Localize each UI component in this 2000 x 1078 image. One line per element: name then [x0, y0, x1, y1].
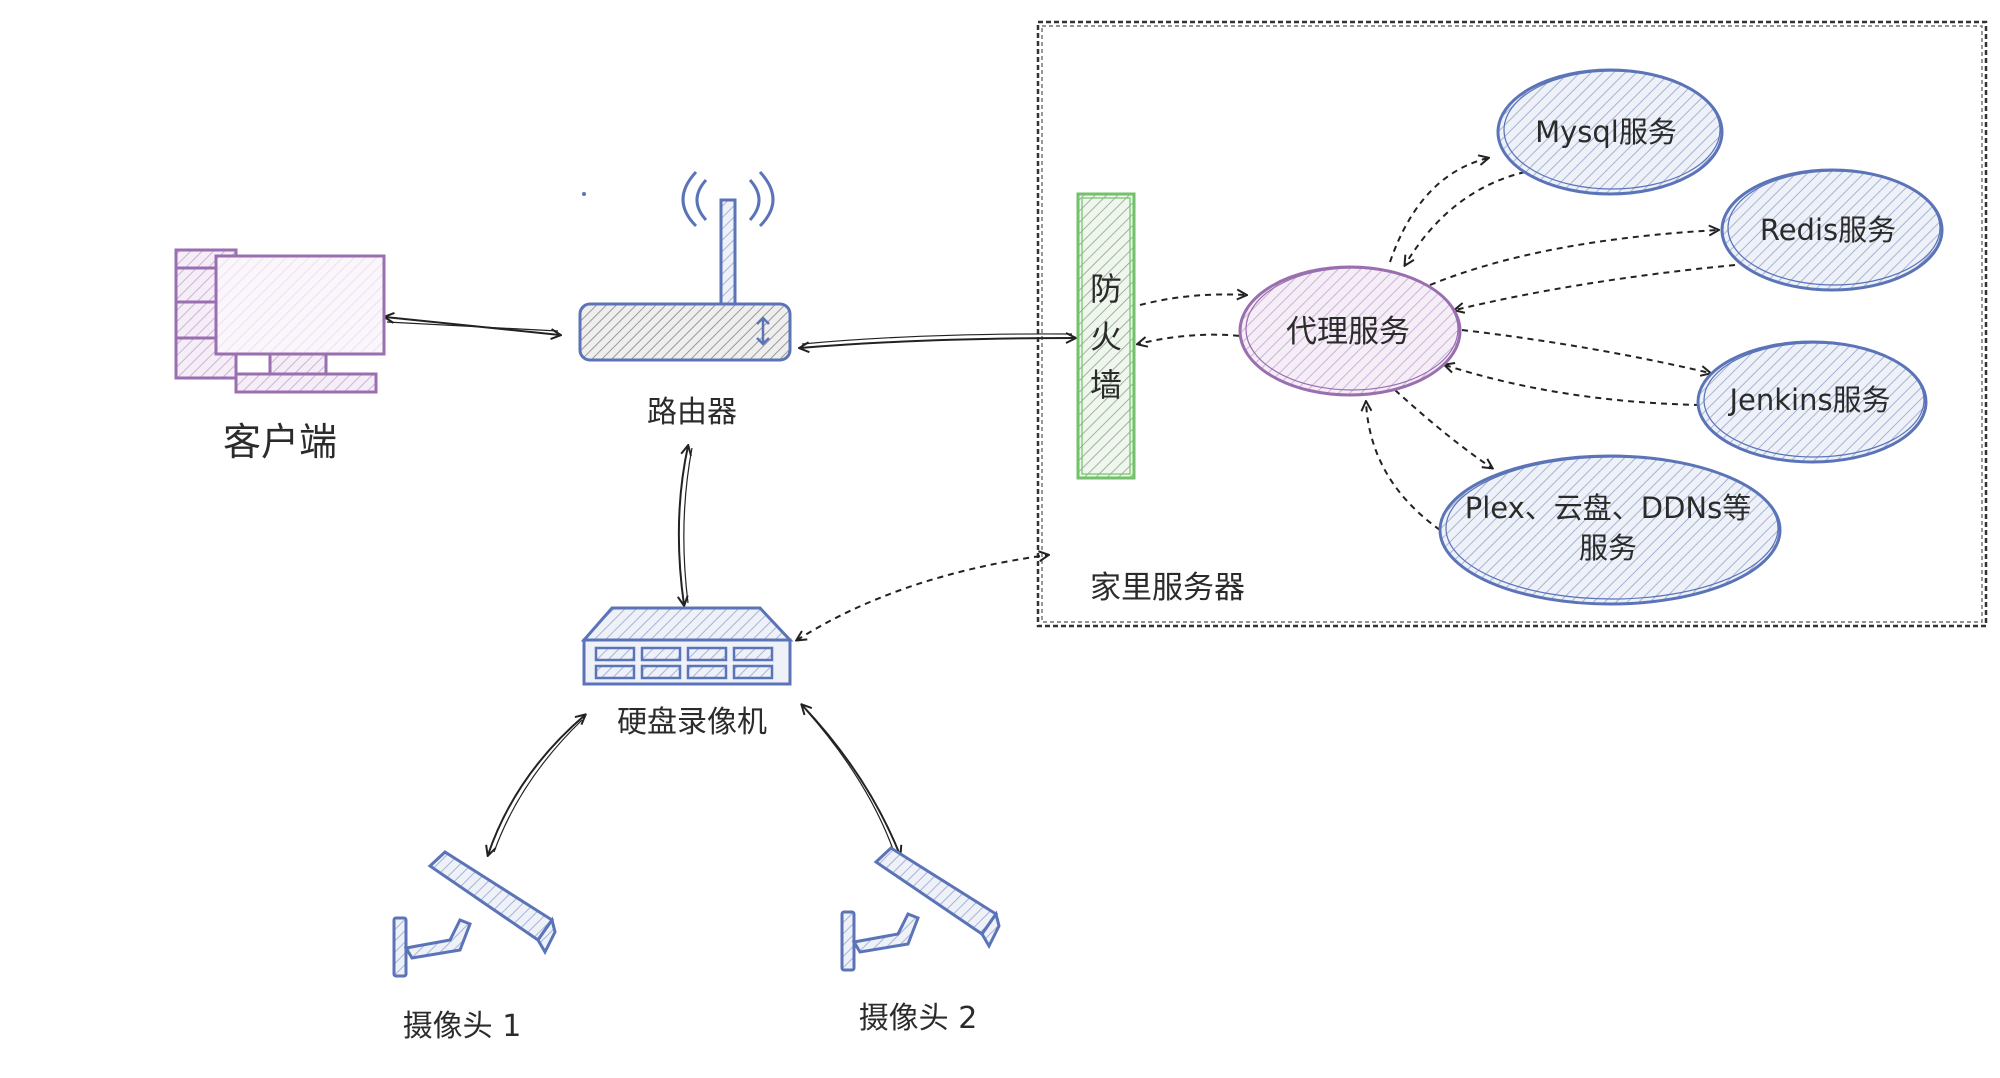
firewall-label-line2: 火 — [1090, 318, 1122, 356]
mysql-service-node[interactable]: Mysql服务 — [1496, 68, 1724, 196]
client-node[interactable]: 客户端 — [174, 248, 386, 464]
camera2-node[interactable]: 摄像头 2 — [840, 846, 1001, 1036]
plex-services-label-line2: 服务 — [1579, 531, 1637, 565]
stray-dot — [582, 192, 586, 196]
redis-service-label: Redis服务 — [1760, 213, 1896, 247]
plex-services-node[interactable]: Plex、云盘、DDNs等 服务 — [1438, 454, 1782, 606]
link-firewall-proxy — [1138, 294, 1251, 344]
link-proxy-plex — [1366, 389, 1492, 531]
nvr-label: 硬盘录像机 — [617, 705, 767, 740]
link-nvr-camera1 — [488, 715, 585, 855]
home-server-group: 家里服务器 — [1036, 20, 1988, 628]
link-proxy-jenkins — [1445, 329, 1710, 406]
jenkins-service-label: Jenkins服务 — [1727, 383, 1890, 417]
link-router-firewall — [800, 338, 1075, 348]
proxy-service-label: 代理服务 — [1286, 314, 1410, 350]
link-nvr-home-server — [797, 555, 1048, 640]
plex-services-label-line1: Plex、云盘、DDNs等 — [1465, 491, 1752, 525]
proxy-service-node[interactable]: 代理服务 — [1238, 265, 1462, 397]
camera1-node[interactable]: 摄像头 1 — [392, 850, 557, 1044]
nvr-node[interactable]: 硬盘录像机 — [580, 606, 794, 740]
router-label: 路由器 — [647, 395, 737, 430]
connections — [385, 158, 1736, 855]
camera1-label: 摄像头 1 — [403, 1009, 522, 1044]
firewall-node[interactable]: 防 火 墙 — [1076, 192, 1136, 480]
security-camera-icon — [392, 850, 557, 978]
camera2-label: 摄像头 2 — [859, 1001, 978, 1036]
client-label: 客户端 — [223, 420, 337, 464]
link-proxy-redis — [1429, 230, 1736, 310]
link-nvr-camera2 — [802, 705, 900, 855]
link-router-nvr — [679, 446, 688, 605]
firewall-label-line3: 墙 — [1090, 366, 1122, 404]
redis-service-node[interactable]: Redis服务 — [1720, 168, 1944, 292]
jenkins-service-node[interactable]: Jenkins服务 — [1696, 340, 1928, 464]
desktop-computer-icon — [174, 248, 386, 394]
nvr-device-icon — [580, 606, 794, 686]
wifi-router-icon — [578, 170, 792, 362]
link-proxy-mysql — [1389, 158, 1526, 265]
mysql-service-label: Mysql服务 — [1535, 115, 1677, 149]
security-camera-icon — [840, 846, 1001, 972]
router-node[interactable]: 路由器 — [578, 170, 792, 430]
firewall-label-line1: 防 — [1090, 270, 1122, 308]
home-server-group-label: 家里服务器 — [1090, 570, 1245, 606]
